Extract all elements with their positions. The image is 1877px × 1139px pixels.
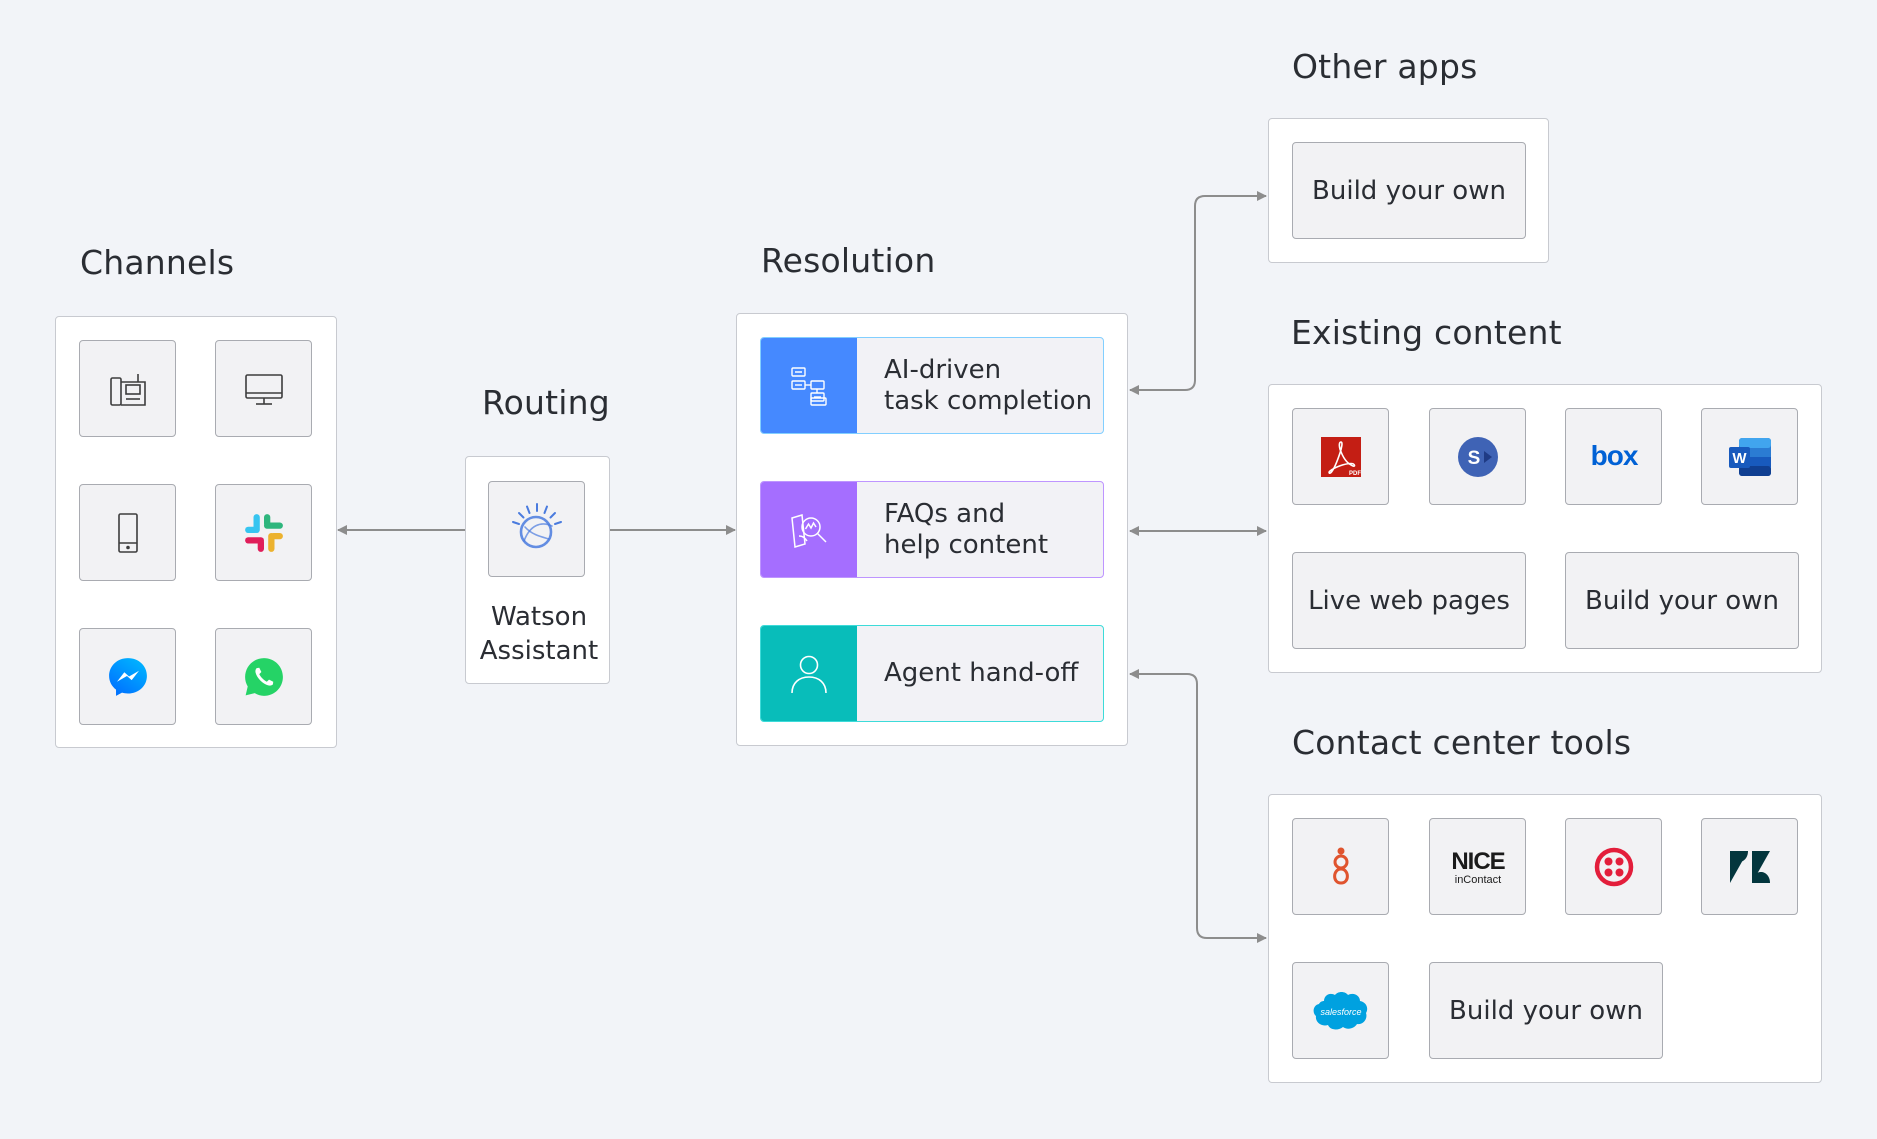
contact-center-build-tile[interactable]: Build your own (1429, 962, 1663, 1059)
existing-content-build-tile[interactable]: Build your own (1565, 552, 1799, 649)
adobe-pdf-icon: PDF (1320, 436, 1361, 477)
resolution-heading: Resolution (761, 241, 936, 280)
live-web-pages-tile[interactable]: Live web pages (1292, 552, 1526, 649)
desktop-monitor-icon (244, 373, 283, 405)
channel-tile-web[interactable] (215, 340, 312, 437)
existing-content-panel: PDF S box W Live web pages Build your ow… (1268, 384, 1822, 673)
messenger-icon (108, 657, 147, 696)
faq-help-label: FAQs and help content (884, 498, 1049, 560)
salesforce-icon: salesforce (1313, 991, 1367, 1029)
svg-text:W: W (1732, 450, 1747, 467)
contact-center-heading: Contact center tools (1292, 723, 1632, 762)
live-web-pages-label: Live web pages (1308, 585, 1510, 616)
content-tile-pdf[interactable]: PDF (1292, 408, 1389, 505)
word-icon: W (1728, 437, 1771, 476)
channel-tile-phone[interactable] (79, 340, 176, 437)
agent-handoff-icon-block (761, 626, 857, 721)
agent-handoff-label: Agent hand-off (884, 658, 1079, 688)
resolution-contact-center-arrow (1129, 669, 1267, 943)
channels-heading: Channels (80, 243, 235, 282)
contact-center-build-label: Build your own (1449, 995, 1643, 1026)
svg-text:S: S (1467, 448, 1480, 469)
cc-tile-salesforce[interactable]: salesforce (1292, 962, 1389, 1059)
user-icon (791, 655, 827, 693)
content-tile-box[interactable]: box (1565, 408, 1662, 505)
task-completion-icon-block (761, 338, 857, 433)
search-document-icon (791, 513, 827, 548)
routing-heading: Routing (482, 383, 610, 422)
resolution-other-apps-arrow (1129, 191, 1267, 395)
task-completion-card[interactable]: AI-driven task completion (760, 337, 1104, 434)
channel-tile-whatsapp[interactable] (215, 628, 312, 725)
contact-center-panel: NICE inContact salesforce Build your own (1268, 794, 1822, 1083)
nice-incontact-icon: NICE inContact (1451, 848, 1506, 886)
channel-tile-slack[interactable] (215, 484, 312, 581)
svg-text:box: box (1590, 441, 1638, 471)
faq-help-card[interactable]: FAQs and help content (760, 481, 1104, 578)
resolution-panel: AI-driven task completion FAQs and help … (736, 313, 1128, 746)
other-apps-heading: Other apps (1292, 47, 1478, 86)
channels-panel (55, 316, 337, 748)
cc-tile-zendesk[interactable] (1701, 818, 1798, 915)
svg-text:inContact: inContact (1454, 874, 1500, 886)
whatsapp-icon (244, 657, 283, 696)
other-apps-panel: Build your own (1268, 118, 1549, 263)
channel-tile-messenger[interactable] (79, 628, 176, 725)
channel-tile-mobile[interactable] (79, 484, 176, 581)
cc-tile-genesys[interactable] (1292, 818, 1389, 915)
watson-icon (511, 503, 562, 549)
content-tile-word[interactable]: W (1701, 408, 1798, 505)
other-apps-build-label: Build your own (1312, 175, 1506, 206)
genesys-icon (1332, 847, 1349, 885)
twilio-icon (1594, 847, 1633, 886)
routing-panel (465, 456, 610, 684)
desk-phone-icon (109, 373, 146, 406)
agent-handoff-card[interactable]: Agent hand-off (760, 625, 1104, 722)
watson-assistant-tile[interactable] (488, 481, 585, 577)
task-completion-label-wrap: AI-driven task completion (857, 338, 1092, 433)
zendesk-icon (1729, 850, 1770, 883)
svg-text:salesforce: salesforce (1320, 1007, 1361, 1017)
flowchart-icon (791, 366, 827, 406)
cc-tile-twilio[interactable] (1565, 818, 1662, 915)
faq-help-label-wrap: FAQs and help content (857, 482, 1048, 577)
svg-text:PDF: PDF (1349, 471, 1361, 477)
mobile-phone-icon (117, 512, 138, 553)
task-completion-label: AI-driven task completion (884, 354, 1093, 416)
content-tile-sharepoint[interactable]: S (1429, 408, 1526, 505)
cc-tile-nice[interactable]: NICE inContact (1429, 818, 1526, 915)
agent-handoff-label-wrap: Agent hand-off (857, 626, 1078, 721)
other-apps-build-tile[interactable]: Build your own (1292, 142, 1526, 239)
existing-content-heading: Existing content (1291, 313, 1562, 352)
box-icon: box (1590, 441, 1639, 471)
sharepoint-icon: S (1457, 436, 1498, 477)
faq-help-icon-block (761, 482, 857, 577)
svg-text:NICE: NICE (1451, 848, 1505, 875)
watson-assistant-label: Watson Assistant (479, 602, 599, 666)
slack-icon (244, 513, 283, 552)
existing-content-build-label: Build your own (1585, 585, 1779, 616)
